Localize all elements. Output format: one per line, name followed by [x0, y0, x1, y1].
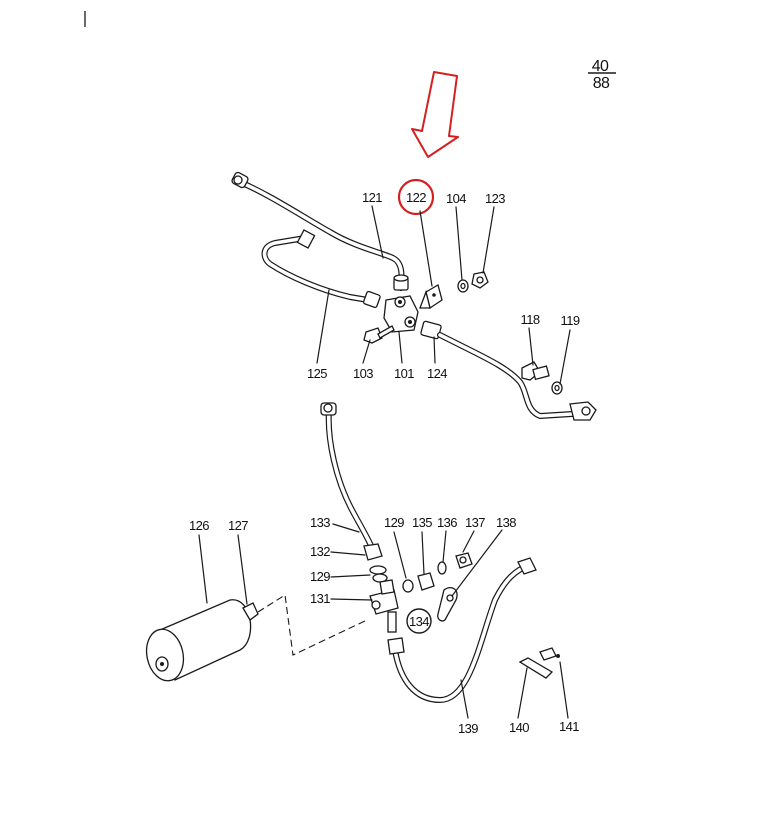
- label-133: 133: [310, 515, 330, 530]
- label-134: 134: [409, 614, 429, 629]
- page-number-top: 40: [592, 58, 609, 75]
- label-101: 101: [394, 366, 414, 381]
- label-127: 127: [228, 518, 248, 533]
- label-131: 131: [310, 591, 330, 606]
- label-132: 132: [310, 544, 330, 559]
- label-137: 137: [465, 515, 485, 530]
- label-124: 124: [427, 366, 447, 381]
- label-118: 118: [521, 312, 540, 327]
- label-103: 103: [353, 366, 373, 381]
- label-129-top: 129: [384, 515, 404, 530]
- label-126: 126: [189, 518, 209, 533]
- label-138: 138: [496, 515, 516, 530]
- lower-assembly: [145, 402, 560, 703]
- circled-134: [406, 608, 432, 634]
- label-140: 140: [509, 720, 529, 735]
- label-136: 136: [437, 515, 457, 530]
- label-129-left: 129: [310, 569, 330, 584]
- label-104: 104: [446, 191, 466, 206]
- label-135: 135: [412, 515, 432, 530]
- label-122: 122: [406, 190, 426, 205]
- label-119: 119: [561, 313, 580, 328]
- label-123: 123: [485, 191, 505, 206]
- label-125: 125: [307, 366, 327, 381]
- label-139: 139: [458, 721, 478, 736]
- page-number-bottom: 88: [593, 75, 610, 92]
- leader-lines: [198, 205, 571, 719]
- upper-assembly: [231, 171, 597, 421]
- page-number: 40 88: [588, 58, 616, 92]
- arrow-down-icon: [411, 71, 459, 158]
- label-141: 141: [559, 719, 579, 734]
- highlight-circle: [397, 178, 435, 216]
- part-labels: 121 122 104 123 118 119 125 103 101 124 …: [189, 190, 580, 736]
- label-121: 121: [362, 190, 382, 205]
